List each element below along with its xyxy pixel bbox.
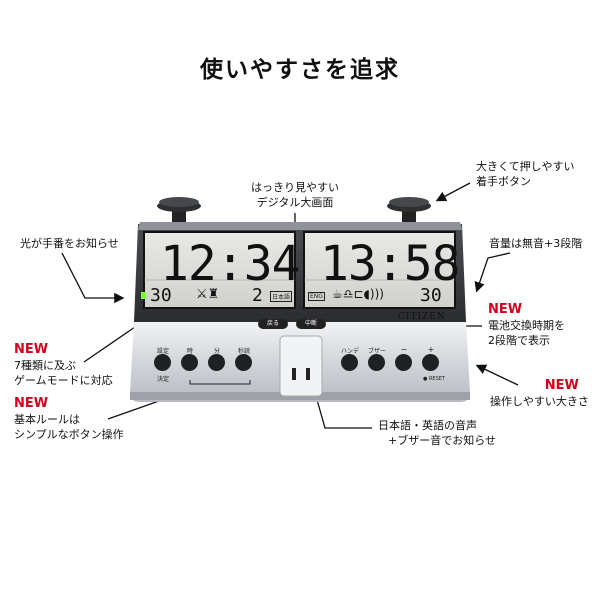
annotation-battery: NEW 電池交換時期を 2段階で表示	[488, 302, 565, 347]
reset-label: ● RESET	[423, 376, 445, 382]
button-arrow	[435, 182, 471, 202]
new-badge: NEW	[544, 378, 579, 393]
size-arrow	[475, 364, 519, 386]
hour-button[interactable]	[181, 354, 198, 371]
byoyomi-button[interactable]	[235, 354, 252, 371]
annotation-volume: 音量は無音+3段階	[489, 237, 583, 250]
left-byoyomi: 30	[150, 285, 172, 306]
annotation-simple-buttons: NEW 基本ルールは シンプルなボタン操作	[14, 396, 124, 441]
right-byoyomi: 30	[420, 285, 442, 306]
handicap-button[interactable]	[341, 354, 358, 371]
lang-jp: 日本語	[270, 291, 293, 302]
new-badge: NEW	[488, 302, 523, 317]
right-player-button	[387, 197, 431, 224]
right-time: 13:58	[320, 236, 460, 292]
light-arrow	[61, 252, 125, 304]
left-move-count: 2	[252, 285, 263, 306]
annotation-light: 光が手番をお知らせ	[20, 237, 119, 250]
plus-button[interactable]	[422, 354, 439, 371]
brand-logo: CITIZEN	[398, 312, 446, 322]
chess-clock: 12:34 30 ⚔♜ 2 日本語 13:58 ENG ☕♎⊏◖))) 30 戻…	[130, 196, 470, 406]
annotation-size: NEW 操作しやすい大きさ	[490, 378, 589, 408]
annotation-voice: 日本語・英語の音声 +ブザー音でお知らせ	[378, 419, 496, 447]
volume-arrow	[474, 252, 511, 293]
minute-button[interactable]	[208, 354, 225, 371]
left-player-button	[157, 197, 201, 224]
setting-button[interactable]	[154, 354, 171, 371]
annotation-game-modes: NEW 7種類に及ぶ ゲームモードに対応	[14, 342, 113, 387]
annotation-display: はっきり見やすい デジタル大画面	[251, 181, 339, 209]
turn-light	[141, 292, 146, 299]
annotation-big-button: 大きくて押しやすい 着手ボタン	[476, 160, 575, 188]
page-title: 使いやすさを追求	[200, 57, 400, 83]
new-badge: NEW	[14, 342, 49, 357]
left-time: 12:34	[160, 236, 300, 292]
lang-en: ENG	[308, 292, 325, 301]
status-icons: ☕♎⊏◖)))	[332, 287, 384, 301]
buzzer-button[interactable]	[368, 354, 385, 371]
back-button[interactable]: 戻る	[258, 319, 288, 329]
piece-icon: ⚔♜	[196, 287, 220, 302]
pause-button[interactable]: 中断	[296, 319, 326, 329]
minus-button[interactable]	[395, 354, 412, 371]
new-badge: NEW	[14, 396, 49, 411]
